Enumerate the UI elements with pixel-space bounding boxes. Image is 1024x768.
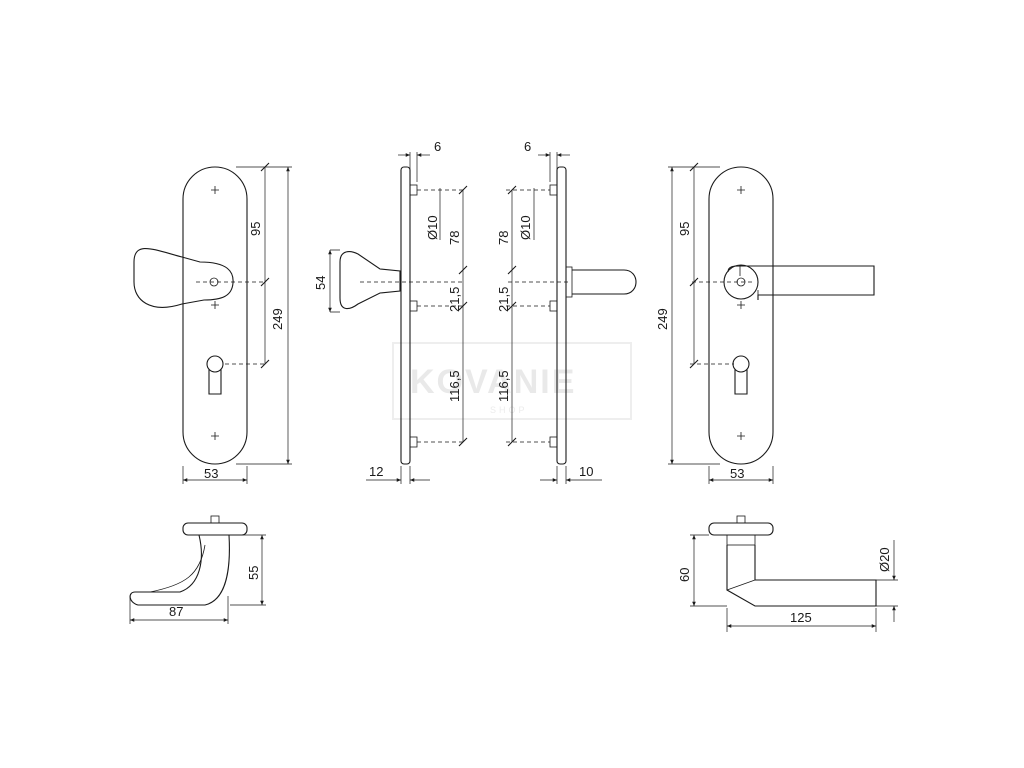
keyhole-top: [206, 355, 224, 373]
hole-dia-label: Ø10: [518, 215, 533, 240]
watermark-subtext: SHOP: [490, 405, 528, 415]
knob-body-contour: [149, 544, 206, 593]
bolt-middle: [409, 300, 418, 312]
upper-dim-ticks: [260, 162, 270, 369]
lever-details: [739, 266, 759, 295]
side-view-lever: 10 6 Ø10 78 21,5 116,5: [496, 139, 637, 484]
offset-ext-lines: [556, 466, 567, 484]
length-label: 125: [790, 610, 812, 625]
height-label: 249: [270, 308, 285, 330]
height-label: 249: [655, 308, 670, 330]
screw-mark-bottom: [211, 432, 219, 440]
screw-mark-bottom: [737, 432, 745, 440]
screw-mark-top: [737, 186, 745, 194]
spindle-top: [210, 515, 220, 524]
diameter-label: Ø20: [877, 547, 892, 572]
rosette-ext-lines: [549, 152, 558, 182]
keyhole-slot: [734, 369, 748, 395]
chain-ticks: [458, 185, 468, 447]
height-label: 60: [677, 568, 692, 582]
knob-outline: [133, 248, 234, 308]
bolt-bottom: [549, 436, 558, 448]
spindle-top: [736, 515, 746, 524]
lever-profile: [572, 269, 637, 295]
chain-ticks: [507, 185, 517, 447]
offset-ext-lines: [400, 466, 411, 484]
middle-label: 21,5: [447, 287, 462, 312]
plate-offset-label: 12: [369, 464, 383, 479]
upper-label: 78: [496, 231, 511, 245]
bolt-axes: [506, 189, 550, 443]
bolt-middle: [549, 300, 558, 312]
lower-label: 116,5: [447, 370, 462, 402]
plate-offset-label: 10: [579, 464, 593, 479]
bolt-axes: [417, 189, 465, 443]
width-label: 53: [730, 466, 744, 481]
lever-outline: [727, 265, 875, 300]
screw-mark-top: [211, 186, 219, 194]
height-ext-lines: [236, 166, 292, 465]
lever-body-outline: [726, 545, 877, 607]
height-label: 55: [246, 566, 261, 580]
height-ext-lines: [230, 534, 266, 606]
upper-label: 78: [447, 231, 462, 245]
bolt-top: [409, 184, 418, 196]
top-view-knob: 55 87: [129, 515, 266, 624]
screw-mark-middle: [737, 301, 745, 309]
upper-dim-ticks: [689, 162, 699, 369]
diameter-ext-lines: [876, 579, 898, 607]
backplate-outline: [708, 166, 774, 465]
knob-profile: [339, 251, 401, 310]
middle-label: 21,5: [496, 287, 511, 312]
rosette-neck: [726, 534, 756, 546]
side-view-knob: 54 12 6 Ø10 78 21,5 116,5: [313, 139, 468, 484]
bolt-top: [549, 184, 558, 196]
watermark-text: KOVANIE: [410, 363, 576, 401]
knob-body-outline: [129, 534, 230, 606]
backplate-outline: [182, 166, 248, 465]
hole-dia-label: Ø10: [425, 215, 440, 240]
lower-label: 116,5: [496, 370, 511, 402]
front-view-knob: 53 249 95: [133, 162, 292, 484]
keyhole-slot: [208, 369, 222, 395]
length-label: 87: [169, 604, 183, 619]
front-view-lever: 53 249 95: [655, 162, 875, 484]
rosette-top: [182, 522, 248, 536]
plate-profile: [556, 166, 567, 465]
width-label: 53: [204, 466, 218, 481]
upper-label: 95: [677, 222, 692, 236]
bolt-bottom: [409, 436, 418, 448]
lever-bend-line: [726, 579, 756, 591]
rosette-label: 6: [524, 139, 531, 154]
length-ext-lines: [726, 608, 877, 632]
rosette-label: 6: [434, 139, 441, 154]
knob-projection-label: 54: [313, 276, 328, 290]
rosette-ext-lines: [409, 152, 418, 182]
knob-ext-lines: [330, 249, 340, 313]
height-ext-lines: [690, 534, 727, 607]
top-view-lever: 60 125 Ø20: [677, 515, 898, 632]
plate-profile: [400, 166, 411, 465]
screw-mark-middle: [211, 301, 219, 309]
rosette-top: [708, 522, 774, 536]
upper-label: 95: [248, 222, 263, 236]
